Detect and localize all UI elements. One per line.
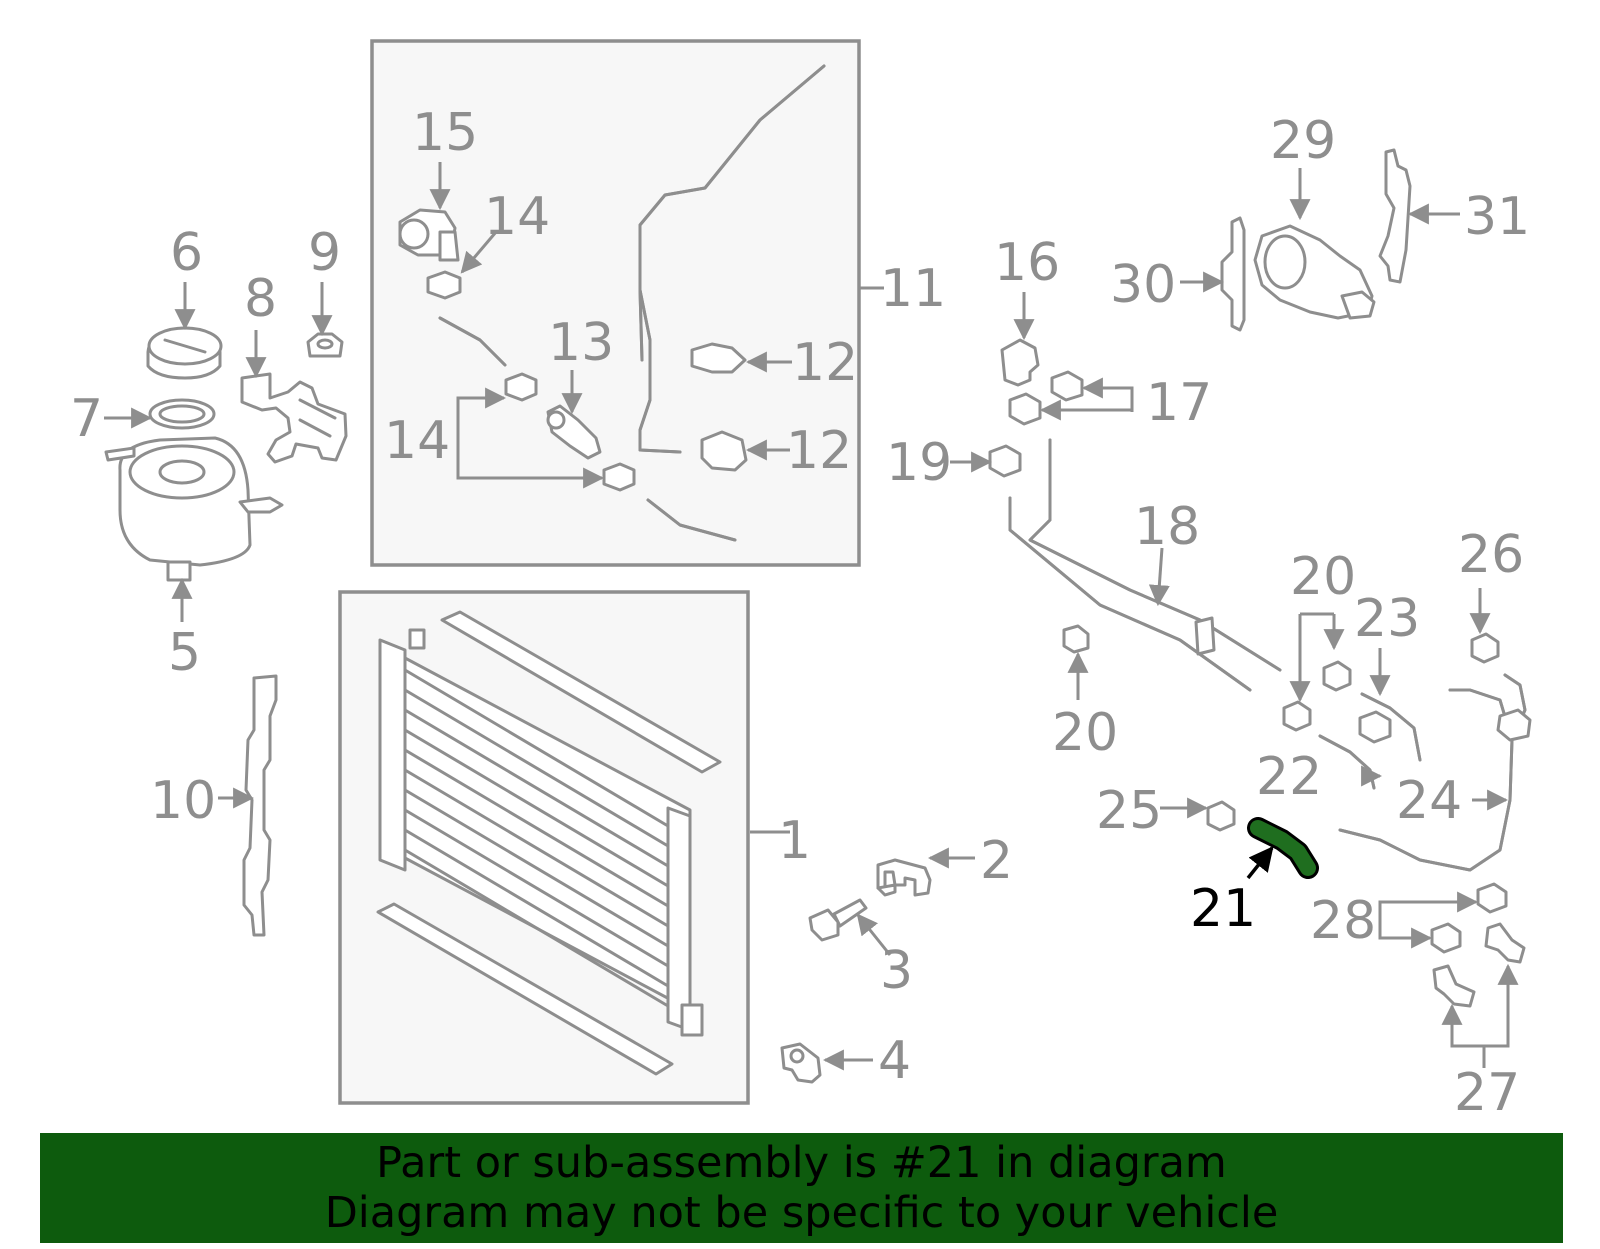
bracket-part-2 <box>876 858 932 897</box>
callout-17: 17 <box>1146 373 1212 433</box>
callout-24: 24 <box>1396 771 1462 831</box>
reservoir-cap <box>146 326 223 380</box>
callout-8: 8 <box>244 269 277 329</box>
hose-22 <box>1318 734 1376 790</box>
clamps-25-26 <box>1206 632 1500 832</box>
highlighted-hose-21 <box>1247 817 1319 879</box>
callout-26: 26 <box>1458 525 1524 585</box>
callout-5: 5 <box>168 623 201 683</box>
callout-18: 18 <box>1134 497 1200 557</box>
callout-23: 23 <box>1354 589 1420 649</box>
callout-15: 15 <box>412 103 478 163</box>
callout-13: 13 <box>548 313 614 373</box>
mount-bracket <box>240 372 348 464</box>
hose-23 <box>1358 692 1422 762</box>
thermostat-housing-15 <box>398 208 460 262</box>
clip-part-4 <box>780 1042 822 1084</box>
callout-27: 27 <box>1454 1063 1520 1123</box>
callout-4: 4 <box>878 1031 911 1091</box>
hose-24 <box>1338 673 1532 872</box>
coolant-pipe-18 <box>1008 438 1282 692</box>
callout-29: 29 <box>1270 111 1336 171</box>
radiator <box>376 610 722 1076</box>
callout-12a: 12 <box>792 333 858 393</box>
elbow-part-16 <box>1000 338 1040 387</box>
callout-28: 28 <box>1310 891 1376 951</box>
callout-25: 25 <box>1096 781 1162 841</box>
callout-31: 31 <box>1464 187 1530 247</box>
leader-lines <box>104 162 1519 1071</box>
callout-16: 16 <box>994 233 1060 293</box>
clamps-17 <box>1008 370 1084 426</box>
callout-19: 19 <box>886 433 952 493</box>
water-pump-29 <box>1253 224 1376 320</box>
callout-1: 1 <box>778 811 811 871</box>
callout-6: 6 <box>170 223 203 283</box>
info-banner: Part or sub-assembly is #21 in diagram D… <box>40 1133 1563 1243</box>
callout-7: 7 <box>70 389 103 449</box>
seal-strip <box>242 674 278 937</box>
callout-14b: 14 <box>384 411 450 471</box>
callout-30: 30 <box>1110 255 1176 315</box>
lower-hose <box>438 316 737 542</box>
callout-20a: 20 <box>1290 547 1356 607</box>
bolt-part-3 <box>808 898 868 942</box>
callout-2: 2 <box>980 831 1013 891</box>
coolant-reservoir <box>104 436 284 582</box>
callout-21: 21 <box>1190 879 1256 939</box>
bracket-31 <box>1378 148 1412 284</box>
callout-12b: 12 <box>786 421 852 481</box>
seal-ring <box>148 398 216 430</box>
banner-line-1: Part or sub-assembly is #21 in diagram <box>376 1138 1227 1188</box>
clamps-12 <box>690 342 748 472</box>
nut-part-9 <box>306 332 344 358</box>
clamps-20 <box>1062 624 1352 732</box>
hose-clamps-14 <box>426 270 636 492</box>
clamp-19 <box>988 444 1022 478</box>
callout-3: 3 <box>880 941 913 1001</box>
callout-labels: 1 2 3 4 5 6 7 8 9 10 11 12 12 13 14 14 1… <box>70 103 1530 1123</box>
callout-22: 22 <box>1256 747 1322 807</box>
callout-10: 10 <box>150 771 216 831</box>
upper-hose <box>638 64 826 454</box>
callout-11: 11 <box>880 259 946 319</box>
callout-20b: 20 <box>1052 703 1118 763</box>
callout-14a: 14 <box>484 187 550 247</box>
callout-9: 9 <box>308 223 341 283</box>
bracket-30 <box>1220 216 1246 332</box>
banner-line-2: Diagram may not be specific to your vehi… <box>324 1188 1279 1238</box>
